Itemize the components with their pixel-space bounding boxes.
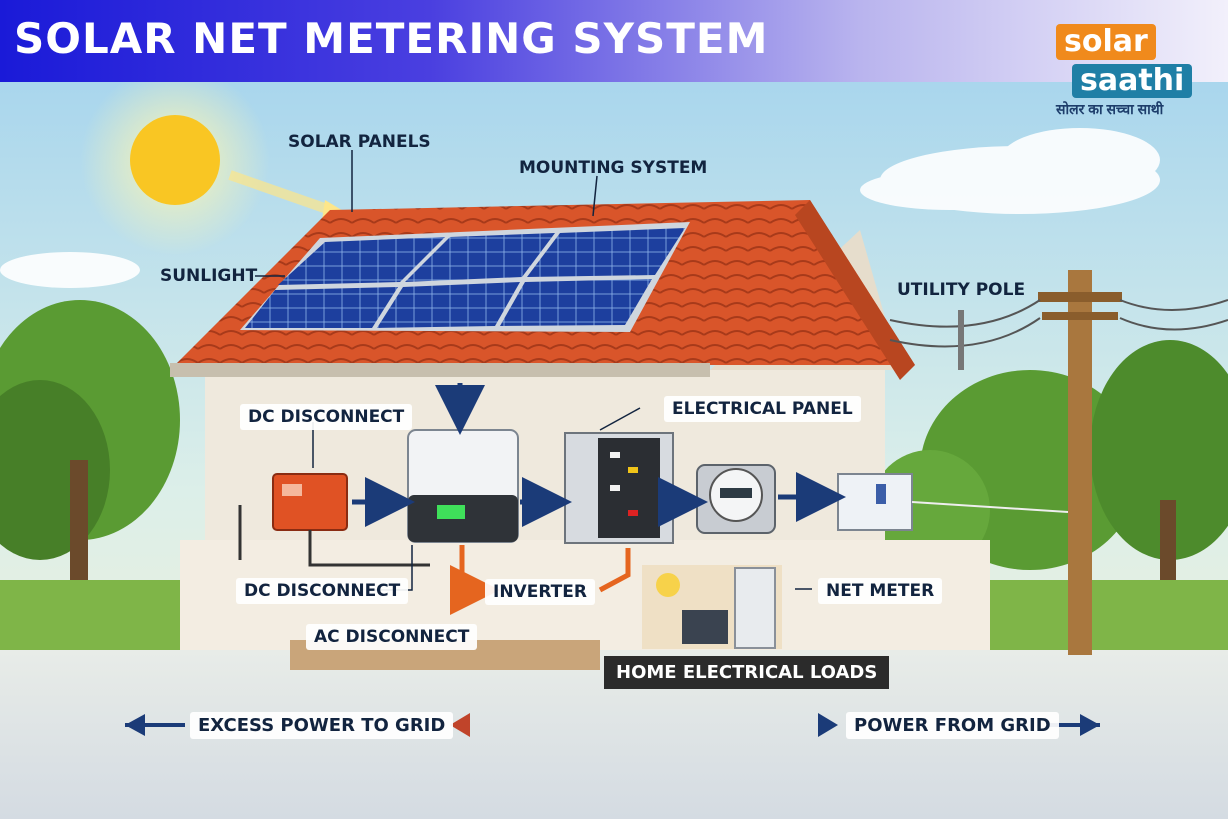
label-inverter: INVERTER — [485, 579, 595, 605]
logo-tagline: सोलर का सच्चा साथी — [1056, 101, 1164, 117]
inverter-unit — [407, 429, 519, 543]
label-mounting-system: MOUNTING SYSTEM — [519, 158, 708, 178]
title-bar: SOLAR NET METERING SYSTEM — [0, 0, 1228, 82]
label-solar-panels: SOLAR PANELS — [288, 132, 431, 152]
label-excess-power-to-grid: EXCESS POWER TO GRID — [190, 712, 454, 739]
page-title: SOLAR NET METERING SYSTEM — [14, 14, 769, 63]
label-sunlight: SUNLIGHT — [160, 266, 258, 286]
electrical-panel-box — [564, 432, 674, 544]
solar-saathi-logo: solar saathi सोलर का सच्चा साथी — [1044, 8, 1214, 120]
label-dc-disconnect-top: DC DISCONNECT — [240, 404, 413, 430]
flow-arrows — [238, 383, 1069, 615]
logo-word-saathi: saathi — [1072, 64, 1193, 98]
label-ac-disconnect: AC DISCONNECT — [306, 624, 478, 650]
grid-connection-box — [837, 473, 913, 531]
dc-disconnect-box — [272, 473, 348, 531]
label-dc-disconnect-bottom: DC DISCONNECT — [236, 578, 409, 604]
net-meter-unit — [696, 464, 776, 534]
label-power-from-grid: POWER FROM GRID — [846, 712, 1059, 739]
label-utility-pole: UTILITY POLE — [897, 280, 1026, 300]
clouds — [0, 128, 1160, 288]
home-loads — [642, 565, 782, 649]
label-home-electrical-loads: HOME ELECTRICAL LOADS — [604, 656, 890, 689]
sun-icon — [80, 65, 345, 255]
utility-pole — [889, 270, 1228, 655]
label-electrical-panel: ELECTRICAL PANEL — [664, 396, 861, 422]
logo-word-solar: solar — [1056, 24, 1156, 60]
solar-panels — [240, 222, 690, 332]
label-net-meter: NET METER — [818, 578, 943, 604]
